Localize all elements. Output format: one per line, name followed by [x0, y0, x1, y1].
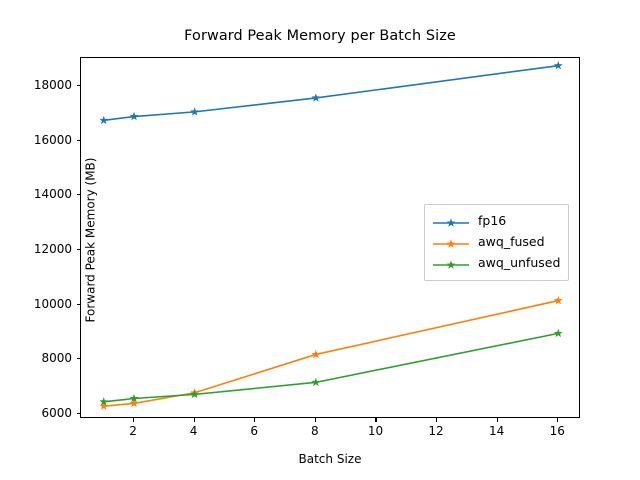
series-marker-fp16: [190, 107, 200, 116]
x-tick-label: 16: [549, 424, 565, 438]
legend: fp16 awq_fused awq_unfused: [424, 204, 570, 281]
plot-lines: [99, 61, 563, 410]
y-tick-mark: [76, 139, 80, 141]
legend-item-awq_unfused[interactable]: awq_unfused: [432, 253, 560, 274]
x-tick-label: 8: [311, 424, 319, 438]
legend-label-awq_unfused: awq_unfused: [478, 255, 561, 271]
x-tick-label: 2: [129, 424, 137, 438]
series-marker-awq_fused: [311, 349, 321, 359]
series-marker-awq_fused: [129, 398, 139, 408]
y-axis-label-container: Forward Peak Memory (MB): [0, 0, 97, 480]
legend-swatch-awq_unfused: [432, 257, 470, 271]
x-tick-label: 14: [489, 424, 505, 438]
y-tick-label: 18000: [33, 77, 72, 92]
plot-area: [80, 57, 580, 418]
x-axis-label: Batch Size: [298, 452, 362, 466]
y-tick-label: 12000: [33, 241, 72, 256]
x-tick-mark: [557, 418, 559, 422]
x-tick-mark: [314, 418, 316, 422]
series-line-awq_fused: [103, 299, 559, 407]
y-tick-mark: [76, 194, 80, 196]
y-tick-label: 14000: [33, 187, 72, 202]
series-marker-awq_unfused: [99, 397, 109, 406]
x-tick-mark: [375, 418, 377, 422]
y-tick-label: 6000: [41, 406, 72, 421]
x-tick-mark: [193, 418, 195, 422]
series-marker-awq_unfused: [553, 328, 563, 338]
y-tick-label: 16000: [33, 132, 72, 147]
x-tick-label: 10: [367, 424, 384, 438]
y-tick-mark: [76, 248, 80, 251]
legend-label-awq_fused: awq_fused: [478, 234, 545, 250]
series-marker-awq_unfused: [190, 389, 200, 399]
series-marker-fp16: [129, 111, 139, 121]
y-tick-label: 10000: [33, 296, 72, 311]
y-tick-mark: [76, 413, 80, 415]
x-tick-label: 6: [250, 424, 259, 438]
x-tick-mark: [133, 418, 135, 422]
legend-item-awq_fused[interactable]: awq_fused: [432, 232, 560, 253]
x-tick-mark: [254, 418, 256, 422]
legend-label-fp16: fp16: [478, 213, 507, 229]
x-tick-label: 4: [189, 424, 198, 438]
series-marker-awq_unfused: [311, 377, 321, 387]
series-line-fp16: [103, 64, 559, 122]
y-tick-mark: [76, 84, 80, 86]
x-tick-mark: [496, 418, 498, 422]
legend-item-fp16[interactable]: fp16: [432, 211, 560, 232]
y-tick-mark: [76, 358, 80, 360]
series-marker-awq_unfused: [129, 393, 139, 403]
series-marker-fp16: [99, 115, 109, 125]
series-marker-fp16: [553, 61, 563, 70]
chart-title: Forward Peak Memory per Batch Size: [184, 28, 456, 44]
legend-swatch-awq_fused: [432, 236, 470, 250]
series-marker-awq_fused: [553, 295, 563, 305]
series-marker-fp16: [311, 93, 321, 102]
legend-swatch-fp16: [432, 215, 470, 229]
y-tick-label: 8000: [41, 351, 72, 366]
series-line-awq_unfused: [103, 332, 559, 403]
series-marker-awq_fused: [99, 401, 109, 410]
x-tick-label: 12: [428, 424, 444, 438]
x-tick-mark: [436, 418, 438, 422]
y-tick-mark: [76, 303, 80, 305]
